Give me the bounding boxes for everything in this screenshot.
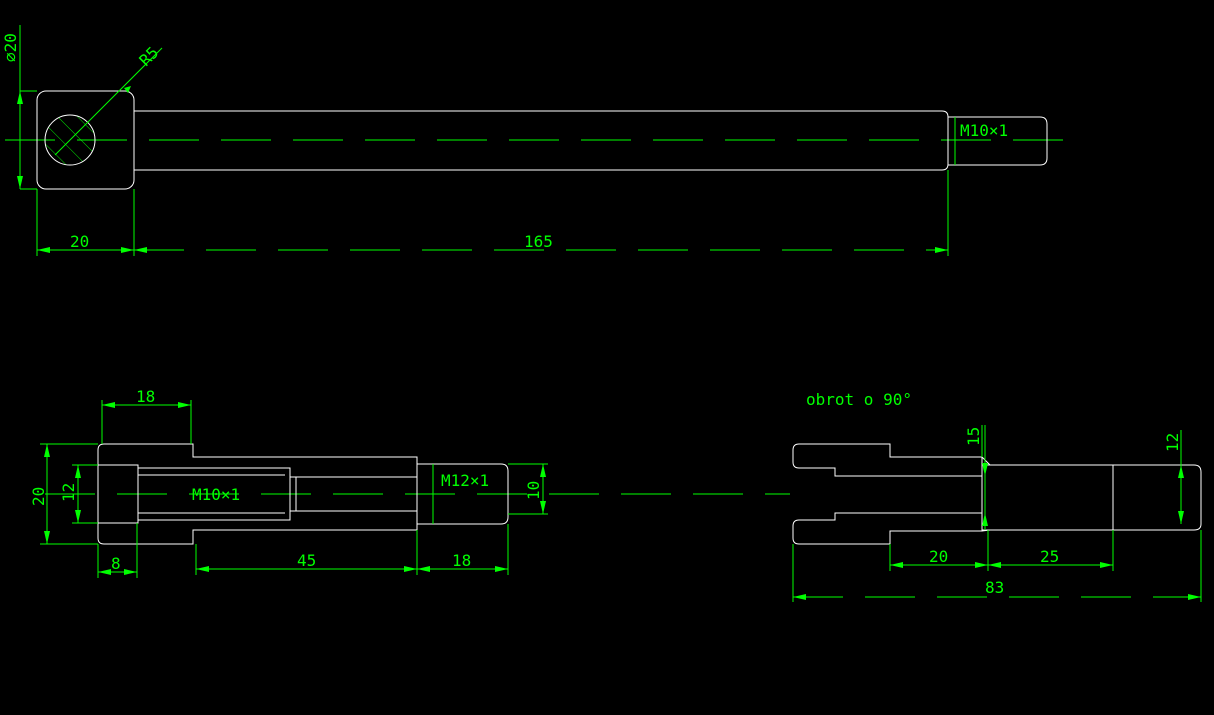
dim-end-label: 10 [524, 481, 543, 500]
section-right-block [981, 464, 1114, 531]
dim-rightend-arrow-top [1178, 465, 1184, 478]
dim-rblock-label: 25 [1040, 547, 1059, 566]
dim-shaft-arrow-right [935, 247, 948, 253]
dim-diameter-arrow-top [17, 91, 23, 104]
dim-head-label: 20 [70, 232, 89, 251]
section-left-upper-wall [97, 443, 418, 478]
dim-lip-arrow-left [98, 569, 111, 575]
dim-endlen-arrow-right [495, 566, 508, 572]
dim-bore-label: 12 [59, 483, 78, 502]
top-shaft-outline [134, 110, 949, 171]
dim-shaft-label: 165 [524, 232, 553, 251]
dim-rightend-arrow-bottom [1178, 511, 1184, 524]
section-right-lower-fork [792, 512, 983, 545]
dim-slot-label: 18 [136, 387, 155, 406]
dim-slotheight-arrow-bottom [982, 513, 988, 526]
left-thread-end-outline [417, 463, 509, 525]
dim-slot-arrow-left [102, 402, 115, 408]
inner-thread-cavity [295, 476, 418, 512]
dim-slotheight-arrow-top [982, 463, 988, 476]
section-left: 18 20 12 M10×1 M12×1 10 8 [29, 387, 790, 578]
dim-outer-arrow-top [44, 444, 50, 457]
dim-rmid-arrow-left [890, 562, 903, 568]
dim-radius-leader [54, 47, 163, 156]
section-right-end [1113, 464, 1202, 531]
top-head-outline [36, 90, 135, 190]
dim-diameter-arrow-bottom [17, 176, 23, 189]
dim-bore-arrow-top [75, 465, 81, 478]
dim-total-arrow-right [1188, 594, 1201, 600]
dim-head-arrow-left [37, 247, 50, 253]
inner-thread-label: M10×1 [192, 485, 240, 504]
dim-slot-arrow-right [178, 402, 191, 408]
dim-head-arrow-right [121, 247, 134, 253]
section-left-lower-wall [97, 510, 418, 545]
dim-radius-label: R5 [135, 43, 162, 70]
dim-mid-label: 45 [297, 551, 316, 570]
dim-bore-arrow-bottom [75, 510, 81, 523]
top-thread-end-outline [948, 116, 1048, 166]
dim-endlen-arrow-left [417, 566, 430, 572]
dim-mid-arrow-left [196, 566, 209, 572]
top-view: ⌀20 R5 20 165 M10×1 [1, 25, 1082, 256]
dim-lip-arrow-right [124, 569, 137, 575]
dim-slotheight-label: 15 [964, 427, 983, 446]
dim-rmid-arrow-right [975, 562, 988, 568]
dim-total-label: 83 [985, 578, 1004, 597]
dim-outer-label: 20 [29, 487, 48, 506]
dim-end-arrow-top [540, 464, 546, 477]
top-thread-label: M10×1 [960, 121, 1008, 140]
section-right: obrot o 90° 15 12 20 25 [792, 390, 1202, 602]
dim-lip-label: 8 [111, 554, 121, 573]
dim-rblock-arrow-right [1100, 562, 1113, 568]
rotation-note: obrot o 90° [806, 390, 912, 409]
dim-diameter-label: ⌀20 [1, 33, 20, 62]
dim-total-arrow-left [793, 594, 806, 600]
dim-radius-arrow [124, 86, 131, 93]
section-right-upper-fork [792, 443, 983, 477]
dim-rightend-label: 12 [1163, 433, 1182, 452]
block-chamfer [981, 456, 991, 532]
dim-outer-arrow-bottom [44, 531, 50, 544]
dim-shaft-arrow-left [134, 247, 147, 253]
dim-mid-arrow-right [404, 566, 417, 572]
dim-rmid-label: 20 [929, 547, 948, 566]
dim-end-arrow-bottom [540, 501, 546, 514]
dim-endlen-label: 18 [452, 551, 471, 570]
end-thread-label: M12×1 [441, 471, 489, 490]
dim-rblock-arrow-left [988, 562, 1001, 568]
